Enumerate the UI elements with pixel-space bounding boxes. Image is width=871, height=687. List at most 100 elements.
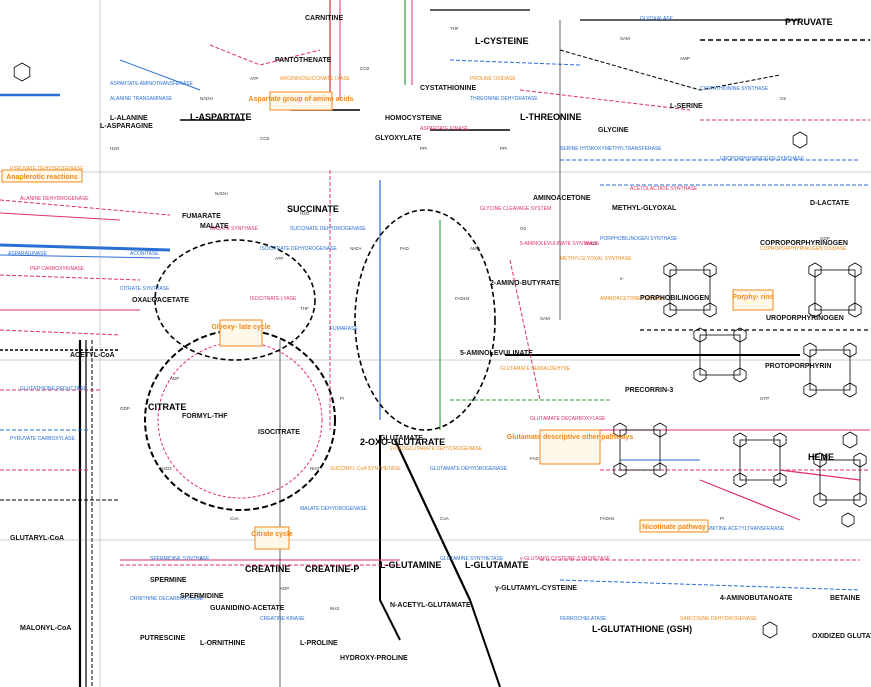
metabolite-spermidine: SPERMIDINE [180,593,224,600]
ring-structure [853,452,867,468]
small-label: ATP [275,256,283,261]
metabolite-spermine: SPERMINE [150,577,187,584]
porphobilinogen-ring-structure [699,334,741,376]
metabolite-protoporphyrin: PROTOPORPHYRIN [765,363,831,370]
pink-dash [0,199,171,216]
enzyme-label: FUMARASE [330,326,358,332]
ring-structure [773,472,787,488]
aspartate-group-box-label: Aspartate group of amino acids [248,96,353,103]
porphyrins-box [732,289,774,311]
ring-structure [803,382,817,398]
citrate-cycle-box [254,526,290,550]
metabolite-glyoxylate: GLYOXYLATE [375,135,422,142]
metabolite-heme: HEME [808,452,834,462]
metabolite-coproporphyrinogen: COPROPORPHYRINOGEN [760,240,848,247]
small-label: H2O [300,211,310,216]
porphyrins-box-label: Porphy- rins [732,294,773,301]
enzyme-label: SUCCINYL-CoA SYNTHETASE [330,466,401,472]
ring-structure [693,367,707,383]
blue-thick [0,243,171,252]
metabolite-glutathione: L-GLUTATHIONE (GSH) [592,624,692,634]
small-label: NAD+ [350,246,363,251]
blue-top [119,59,201,91]
ring-structure [733,367,747,383]
nicotinate-box [639,519,709,533]
small-label: H2O2 [585,241,597,246]
small-label: FAD [530,456,540,461]
enzyme-label: CREATINE KINASE [260,616,305,622]
metabolite-precorrin: PRECORRIN-3 [625,387,673,394]
enzyme-label: GLYOXALASE [640,16,674,22]
metabolite-carnitine: CARNITINE [305,15,343,22]
ring-structure [848,302,862,318]
enzyme-label: ASPARTATE AMINOTRANSFERASE [110,81,194,87]
ring-structure [733,432,747,448]
enzyme-label: CITRATE SYNTHASE [120,286,170,292]
coproporphyrinogen-structure [814,269,856,311]
nicotinate-box-label: Nicotinate pathway [642,524,706,531]
enzyme-label: ACONITASE [130,251,159,257]
enzyme-label: ORNITHINE DECARBOXYLASE [130,596,204,602]
metabolite-succinate: SUCCINATE [287,204,339,214]
ring-structure [803,342,817,358]
small-label: ADP [170,376,179,381]
ring-structure [843,342,857,358]
metabolite-homocysteine: HOMOCYSTEINE [385,115,442,122]
metabolite-ornithine: L-ORNITHINE [200,640,245,647]
metabolite-uroporphyrinogen: UROPORPHYRINOGEN [766,315,844,322]
glyoxylate-cycle-box [219,319,263,347]
blue-bottom [559,579,861,591]
metabolite-oxoglutarate: 2-OXO-GLUTARATE [360,437,445,447]
glutamate-down [469,599,501,687]
glutamate-loop [354,209,496,431]
glyoxylate-cycle-loop [154,239,316,361]
small-label: CoA [230,516,239,521]
small-label: CoA [440,516,449,521]
ring-structure [693,327,707,343]
ring-structure [853,492,867,508]
metabolite-putrescine: PUTRESCINE [140,635,185,642]
metabolite-pyruvate: PYRUVATE [785,17,833,27]
small-label: O2 [780,96,787,101]
small-label: ATP [250,76,258,81]
enzyme-label: MALATE SYNTHASE [210,226,259,232]
enzyme-label: FERROCHELATASE [560,616,607,622]
top-right-dash [559,49,781,91]
enzyme-label: PYRUVATE CARBOXYLASE [10,436,75,442]
metabolite-glutaryl: GLUTARYL-CoA [10,535,64,542]
small-label: NH3 [330,606,339,611]
ring-structure [733,327,747,343]
blue-top-2 [449,59,581,66]
metabolite-threonine: L-THREONINE [520,112,582,122]
enzyme-label: GLUTAMATE DECARBOXYLASE [530,416,606,422]
metabolite-acetyl_coa: ACETYL-CoA [70,352,115,359]
metabolite-creatine: CREATINE [245,564,290,574]
pink-dash-2 [0,274,141,281]
metabolite-gssg: OXIDIZED GLUTATHIONE (GSSG) [812,633,871,640]
small-label: GDP [820,236,830,241]
metabolite-aminolevulinate: 5-AMINOLEVULINATE [460,350,533,357]
precorrin-structure-2 [739,439,781,481]
metabolite-glutamate_center: GLUTAMATE [380,435,423,442]
ring-structure [808,262,822,278]
enzyme-label: SPERMIDINE SYNTHASE [150,556,210,562]
pink-top-2 [519,89,691,111]
metabolite-aspartate: L-ASPARTATE [190,112,252,122]
small-label: CO2 [260,136,270,141]
pink-line [0,212,121,221]
small-label: CO2 [360,66,370,71]
metabolite-d_lactate: D-LACTATE [810,200,849,207]
ring-structure [703,302,717,318]
small-label: NADH [200,96,213,101]
enzyme-label: ALANINE TRANSAMINASE [110,96,173,102]
metabolite-formyl_thf: FORMYL-THF [182,413,228,420]
enzyme-label: MALATE DEHYDROGENASE [300,506,368,512]
small-label: GTP [760,396,769,401]
blue-thin [0,254,161,259]
small-label: FADH2 [600,516,615,521]
enzyme-label: PROLINE OXIDASE [470,76,516,82]
metabolite-gaba: 4-AMINOBUTANOATE [720,595,793,602]
enzyme-label: UROPORPHYRINOGEN SYNTHASE [720,156,805,162]
metabolite-cystathionine: CYSTATHIONINE [420,85,476,92]
